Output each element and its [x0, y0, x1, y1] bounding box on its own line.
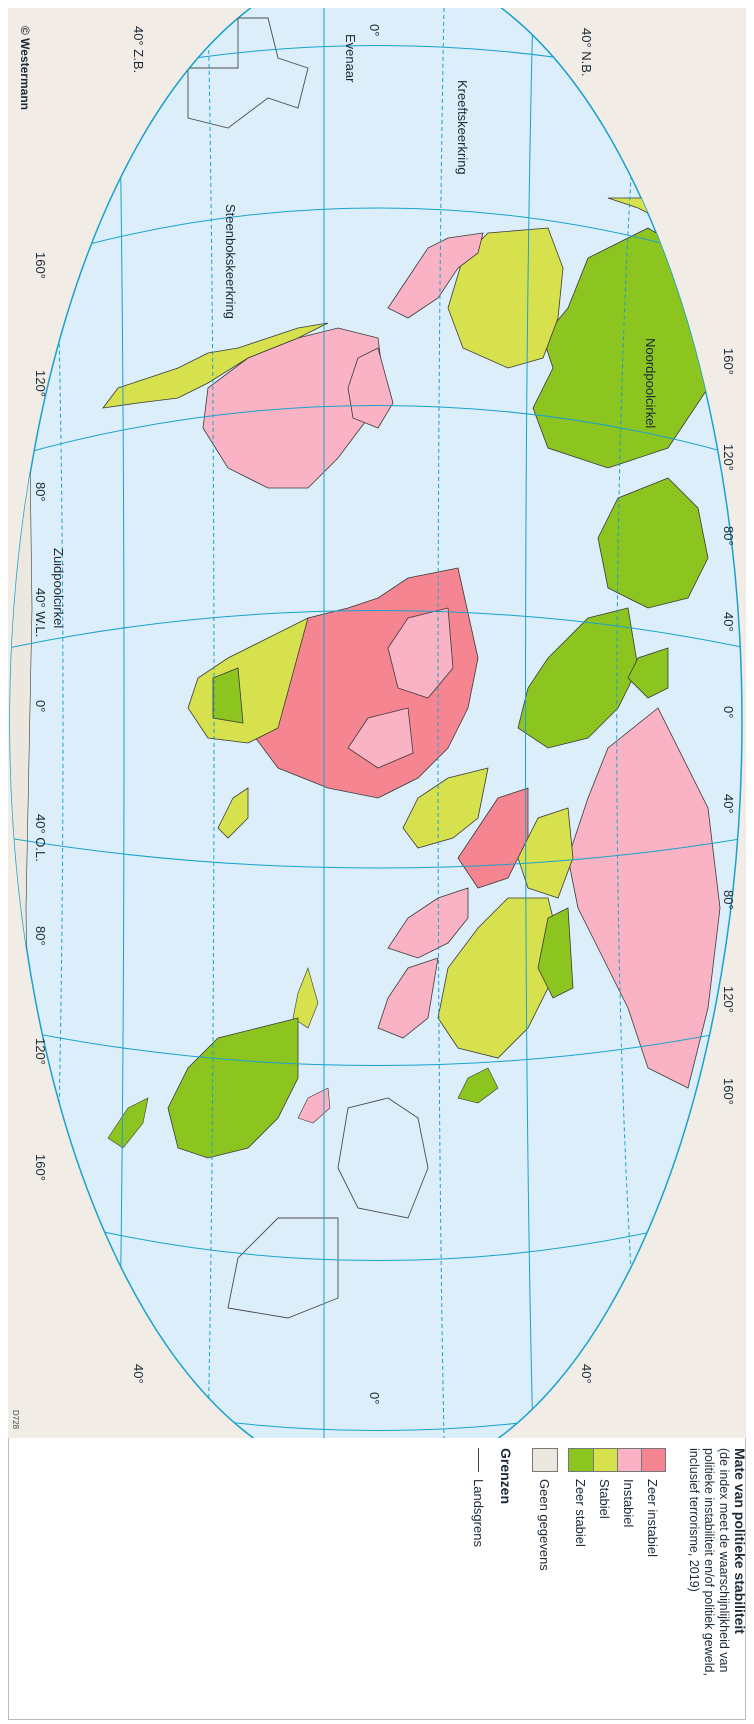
- legend-item-very-unstable: Zeer instabiel: [640, 1448, 666, 1557]
- legend-item-no-data: Geen gegevens: [532, 1448, 558, 1571]
- lat-label-40s-left: 40° Z.B.: [131, 26, 146, 74]
- lon-bottom-0: 0°: [33, 700, 48, 713]
- southeast-asia: [377, 957, 439, 1039]
- lon-top-40w: 40°: [721, 612, 736, 632]
- japan: [457, 1067, 499, 1104]
- lon-bottom-40w: 40° W.L.: [33, 588, 48, 638]
- legend-swatch-very-stable: [568, 1448, 594, 1472]
- legend-swatch-no-data: [532, 1448, 558, 1472]
- legend-borders-title: Grenzen: [498, 1448, 514, 1505]
- lon-bottom-120e: 120°: [33, 1038, 48, 1065]
- madagascar: [217, 787, 249, 839]
- south-america-north: [347, 347, 394, 429]
- lon-top-0: 0°: [721, 706, 736, 719]
- world-map: Evenaar Kreeftskeerkring Steenbokskeerkr…: [8, 8, 746, 1438]
- scandinavia: [627, 647, 669, 699]
- land-masses: [10, 8, 729, 1438]
- lon-top-160e: 160°: [721, 1078, 736, 1105]
- indonesia: [292, 967, 319, 1029]
- lon-bottom-120w: 120°: [33, 370, 48, 397]
- arabia: [402, 767, 489, 849]
- legend-label-stable: Stabiel: [597, 1479, 613, 1519]
- label-equator: Evenaar: [343, 34, 358, 83]
- europe: [517, 607, 639, 749]
- mongolia: [537, 907, 574, 999]
- india: [387, 887, 469, 959]
- australia: [167, 1017, 299, 1159]
- lat-label-0-right: 0°: [367, 1392, 382, 1405]
- mexico: [387, 232, 484, 319]
- legend-label-border: Landsgrens: [471, 1479, 487, 1547]
- africa-west: [387, 607, 454, 699]
- papua-new-guinea: [297, 1087, 331, 1124]
- pacific-eez-east: [187, 17, 309, 129]
- lon-bottom-80e: 80°: [33, 926, 48, 946]
- legend-frame: [8, 1438, 746, 1720]
- legend-border-line: [478, 1448, 480, 1472]
- south-america-south: [102, 322, 329, 409]
- lon-bottom-40e: 40° O.L.: [33, 814, 48, 862]
- label-arctic-circle: Noordpoolcirkel: [643, 338, 658, 429]
- legend-title: Mate van politieke stabiliteit: [732, 1448, 748, 1634]
- legend-item-very-stable: Zeer stabiel: [568, 1448, 594, 1547]
- lat-label-40n-right: 40°: [579, 1364, 594, 1384]
- botswana: [212, 667, 244, 724]
- lon-top-40e: 40°: [721, 794, 736, 814]
- legend-item-border: Landsgrens: [466, 1448, 492, 1547]
- pacific-eez-west: [337, 1097, 429, 1219]
- new-zealand: [107, 1097, 149, 1149]
- map-canvas: [8, 8, 746, 1438]
- map-code: D728: [11, 1410, 20, 1430]
- legend-swatch-unstable: [616, 1448, 642, 1472]
- label-tropic-of-capricorn: Steenbokskeerkring: [223, 204, 238, 319]
- legend-label-very-unstable: Zeer instabiel: [645, 1479, 661, 1558]
- russia: [567, 707, 721, 1089]
- legend-label-unstable: Instabiel: [621, 1479, 637, 1528]
- pacific-eez-south: [227, 1217, 339, 1319]
- lat-label-0-left: 0°: [367, 24, 382, 37]
- credit-westermann: © Westermann: [18, 26, 32, 110]
- legend-swatch-very-unstable: [640, 1448, 666, 1472]
- legend-item-unstable: Instabiel: [616, 1448, 642, 1527]
- lon-bottom-160w: 160°: [33, 252, 48, 279]
- lon-top-80w: 80°: [721, 526, 736, 546]
- legend-item-stable: Stabiel: [592, 1448, 618, 1519]
- legend-description: (de index meet de waarschijnlijkheid van…: [687, 1448, 731, 1676]
- lat-label-40s-right: 40°: [131, 1364, 146, 1384]
- lon-top-80e: 80°: [721, 890, 736, 910]
- lon-top-160w: 160°: [721, 348, 736, 375]
- tropic-lines: [47, 8, 644, 1438]
- lon-top-120w: 120°: [721, 444, 736, 471]
- lon-top-120e: 120°: [721, 986, 736, 1013]
- greenland: [597, 477, 709, 609]
- legend-label-no-data: Geen gegevens: [537, 1479, 553, 1571]
- legend-label-very-stable: Zeer stabiel: [573, 1479, 589, 1547]
- legend: Mate van politieke stabiliteit (de index…: [464, 1442, 754, 1724]
- label-tropic-of-cancer: Kreeftskeerkring: [455, 80, 470, 175]
- lat-label-40n-left: 40° N.B.: [579, 28, 594, 77]
- legend-swatch-stable: [592, 1448, 618, 1472]
- lon-bottom-80w: 80°: [33, 482, 48, 502]
- lon-bottom-160e: 160°: [33, 1154, 48, 1181]
- label-antarctic-circle: Zuidpoolcirkel: [51, 548, 66, 629]
- central-asia: [517, 807, 574, 899]
- africa-horn: [347, 707, 414, 769]
